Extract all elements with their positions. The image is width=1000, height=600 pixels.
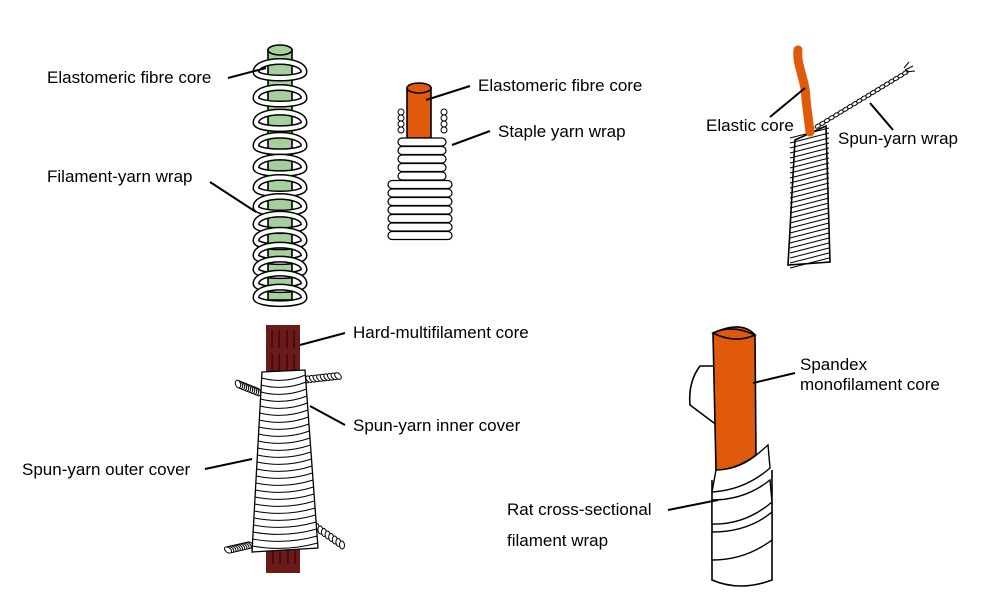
- fig2-staple-wrap: [387, 108, 453, 241]
- fig4-inner-label: Spun-yarn inner cover: [353, 416, 521, 435]
- fig3-wrap-leader: [869, 102, 894, 131]
- fig4-spun-yarn-cover: [251, 369, 319, 553]
- fig3-elastic-core: [793, 45, 815, 137]
- fig4-inner-leader: [309, 405, 346, 426]
- fig3-core-label: Elastic core: [706, 116, 794, 135]
- fig3-spun-yarn-strand: [814, 61, 916, 129]
- fig5-spandex-core: [711, 326, 757, 471]
- fig5-wrap-label-line1: Rat cross-sectional: [507, 500, 652, 519]
- fig2-core-label: Elastomeric fibre core: [478, 76, 642, 95]
- fig5-core-leader: [752, 372, 796, 384]
- fig5-core-label-line1: Spandex: [800, 355, 868, 374]
- fig3-twisted-body: [787, 124, 831, 269]
- fig1-core-label: Elastomeric fibre core: [47, 68, 211, 87]
- fig5-wrap-leader: [667, 499, 719, 511]
- fig5-wrap-label-line2: filament wrap: [507, 531, 608, 550]
- fig3-wrap-label: Spun-yarn wrap: [838, 129, 958, 148]
- fig4-core-label: Hard-multifilament core: [353, 323, 529, 342]
- fig1-core-leader: [227, 67, 267, 79]
- fig2-core-leader: [425, 85, 471, 101]
- fig2-wrap-label: Staple yarn wrap: [498, 122, 626, 141]
- fig1-wrap-label: Filament-yarn wrap: [47, 167, 193, 186]
- figure-3-twisted-spun-yarn: Elastic core Spun-yarn wrap: [706, 45, 958, 269]
- fig1-wrap-leader: [209, 181, 257, 213]
- figure-2-staple-wrapped-core: Elastomeric fibre core Staple yarn wrap: [387, 76, 642, 241]
- fig4-core-leader: [299, 332, 346, 346]
- fig3-core-leader: [769, 87, 806, 118]
- fig1-filament-wrap: [252, 58, 308, 308]
- figure-5-spandex-flat-wrap: Spandex monofilament core Rat cross-sect…: [507, 326, 940, 587]
- fig4-outer-leader: [204, 458, 253, 470]
- fig2-orange-core: [406, 82, 432, 139]
- fig4-outer-label: Spun-yarn outer cover: [22, 460, 191, 479]
- fig5-flat-filament-wrap: [711, 443, 773, 561]
- fig5-core-label-line2: monofilament core: [800, 375, 940, 394]
- figure-1-filament-wrapped-core: Elastomeric fibre core Filament-yarn wra…: [47, 44, 308, 308]
- figure-4-double-covered-yarn: Hard-multifilament core Spun-yarn inner …: [22, 323, 529, 573]
- fig2-wrap-leader: [451, 130, 491, 146]
